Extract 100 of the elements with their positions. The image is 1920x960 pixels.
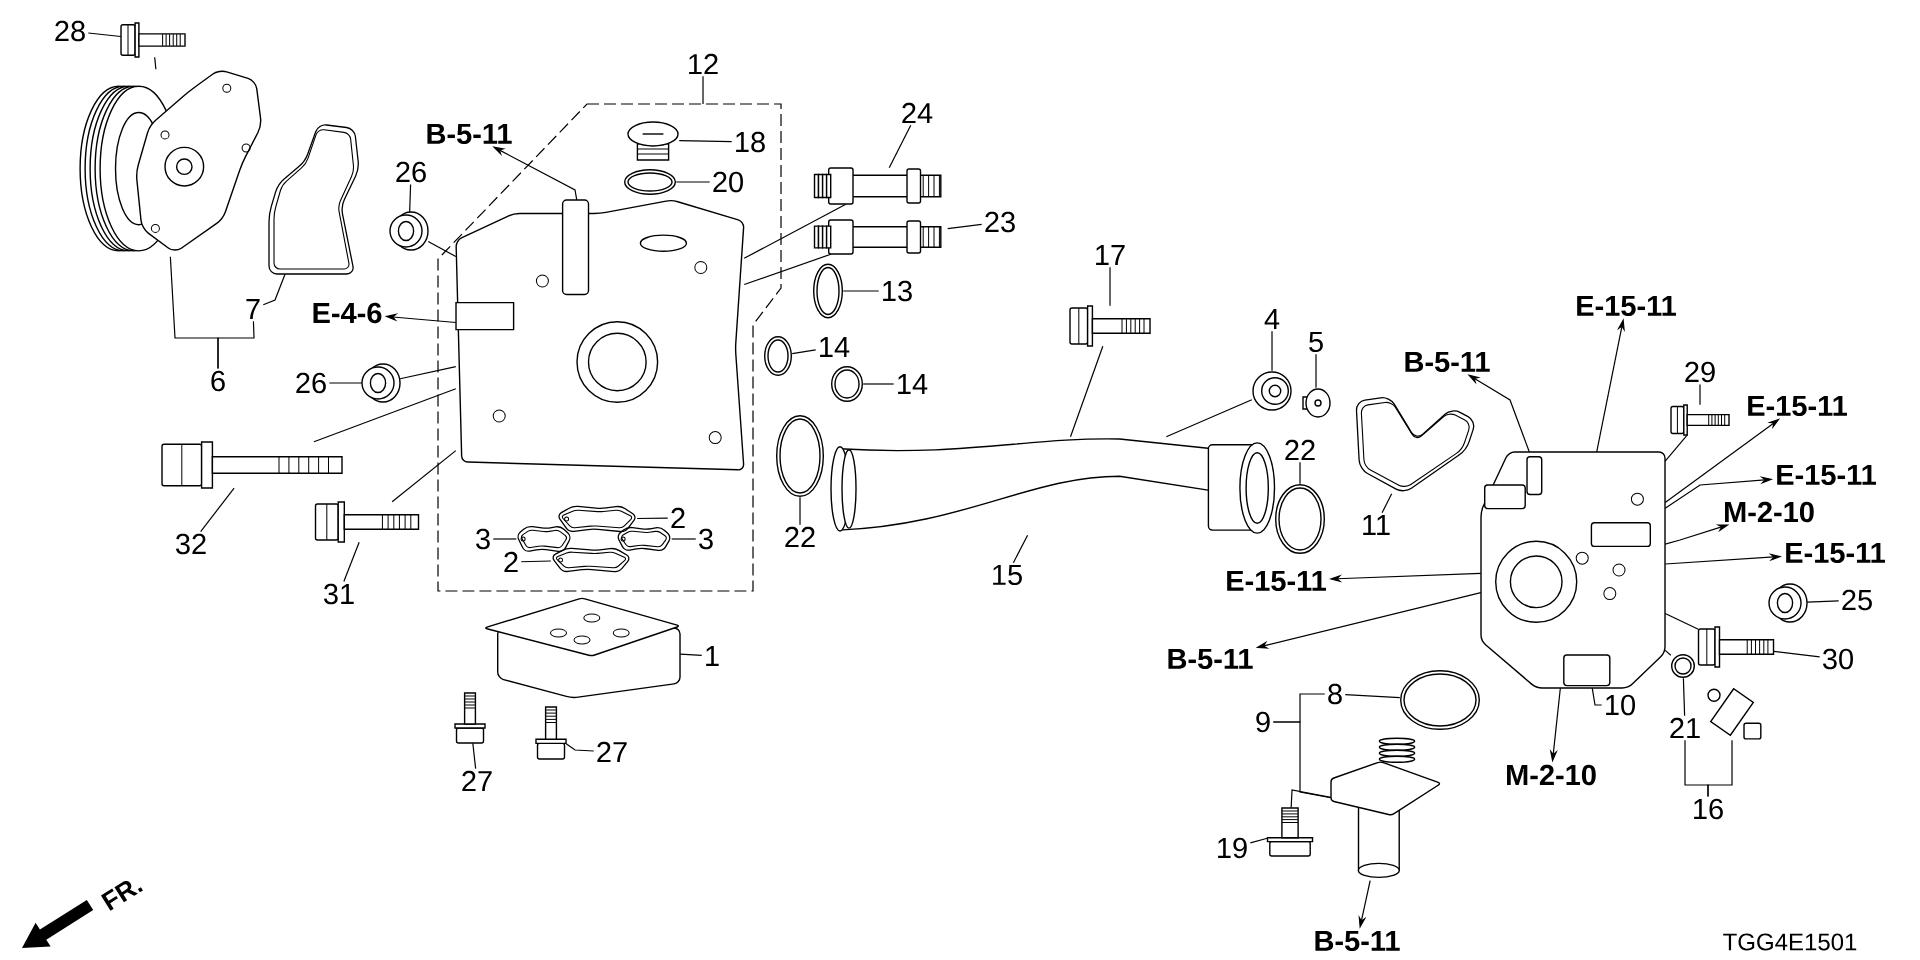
callout-number: 22 [1285, 439, 1315, 461]
callout-number: 11 [1363, 515, 1390, 535]
callout-number: 3 [699, 528, 713, 550]
reference-label: B-5-11 [1315, 930, 1400, 952]
gasket-drawing [1355, 397, 1475, 492]
washer-drawing [1302, 388, 1331, 418]
nut-drawing [361, 363, 401, 403]
callout-number: 26 [296, 372, 326, 394]
reference-label: B-5-11 [1405, 351, 1490, 373]
leader-line [1249, 837, 1268, 844]
callout-number: 31 [324, 583, 354, 605]
leader-line [1664, 649, 1672, 656]
leader-line [1344, 694, 1401, 699]
housing-drawing [455, 199, 745, 471]
callout-number: 14 [898, 374, 928, 394]
leader-line [1682, 677, 1686, 717]
leader-line [743, 253, 832, 286]
bolt-drawing [120, 22, 186, 58]
leader-line [328, 382, 363, 384]
leader-line [636, 517, 669, 520]
diagram-code: TGG4E1501 [1723, 933, 1857, 951]
leader-line [1381, 493, 1393, 514]
callout-number: 28 [55, 20, 85, 42]
o-ring-drawing [1671, 654, 1695, 678]
leader-line [842, 290, 880, 292]
bolt-drawing [314, 501, 420, 543]
callout-number: 4 [1264, 309, 1280, 329]
reference-label: E-15-11 [1577, 295, 1676, 317]
nut-drawing [1768, 583, 1808, 623]
leader-line [1664, 434, 1688, 462]
callout-number: 16 [1694, 798, 1723, 820]
leader-line [565, 743, 595, 752]
leader-line [492, 538, 517, 540]
o-ring-drawing [624, 169, 676, 195]
callout-number: 20 [713, 171, 743, 193]
leader-line [675, 181, 711, 183]
callout-number: 25 [1842, 589, 1872, 611]
housing-drawing [1480, 451, 1666, 689]
leader-line [409, 183, 412, 213]
gasket-drawing [552, 547, 630, 573]
reference-label: M-2-10 [1725, 501, 1814, 523]
bolt-drawing [1069, 305, 1151, 347]
gasket-drawing [617, 526, 671, 552]
leader-line [472, 742, 477, 770]
bolt-drawing [1266, 807, 1314, 857]
water-pump-drawing [79, 70, 262, 252]
cap-drawing [627, 121, 679, 161]
callout-number: 26 [396, 161, 426, 183]
leader-line [1806, 600, 1840, 603]
leader-line [1271, 330, 1273, 372]
callout-number: 21 [1670, 717, 1700, 739]
leader-line [1684, 739, 1709, 798]
leader-line [1012, 534, 1029, 564]
reference-label: E-15-11 [1748, 395, 1847, 417]
leader-line [200, 487, 235, 533]
callout-number: 5 [1309, 331, 1323, 353]
reference-label: E-4-6 [313, 302, 382, 324]
gasket-drawing [517, 525, 571, 552]
leader-line [1069, 345, 1104, 438]
callout-number: 6 [211, 370, 225, 392]
leader-line [427, 240, 457, 258]
pipe-drawing [813, 219, 942, 255]
nut-drawing [389, 211, 429, 251]
leader-line [1290, 789, 1332, 809]
callout-number: 27 [597, 741, 627, 763]
leader-line [399, 365, 457, 380]
thermostat-drawing [1330, 737, 1441, 879]
grommet-drawing [1252, 371, 1292, 411]
gasket-drawing [268, 124, 359, 275]
leader-line [520, 560, 552, 563]
o-ring-drawing [813, 263, 843, 319]
callout-number: 32 [176, 533, 206, 555]
reference-label: B-5-11 [427, 123, 512, 145]
callout-number: 29 [1685, 361, 1715, 383]
leader-line [678, 139, 733, 143]
leader-line [1664, 612, 1699, 630]
leader-line [702, 75, 704, 105]
callout-number: 12 [689, 53, 718, 75]
bolt-drawing [535, 706, 567, 760]
pipe-drawing [813, 167, 942, 205]
leader-line [1315, 353, 1317, 389]
leader-line [87, 32, 122, 38]
callout-number: 23 [985, 211, 1015, 233]
leader-line [313, 388, 457, 443]
leader-line [679, 653, 703, 656]
cooler-drawing [485, 597, 681, 699]
leader-line [1109, 266, 1111, 307]
direction-label: FR. [101, 880, 143, 911]
callout-number: 19 [1218, 837, 1247, 859]
leader-line [1773, 650, 1821, 658]
gasket-drawing [558, 505, 636, 533]
callout-number: 14 [820, 337, 850, 357]
callout-number: 15 [993, 564, 1022, 586]
o-ring-drawing [1400, 670, 1480, 730]
reference-label: E-15-11 [1786, 542, 1885, 564]
leader-line [1165, 399, 1253, 438]
callout-number: 22 [785, 526, 815, 548]
leader-line [1272, 693, 1326, 723]
callout-number: 24 [902, 102, 933, 124]
o-ring-drawing [776, 415, 824, 497]
